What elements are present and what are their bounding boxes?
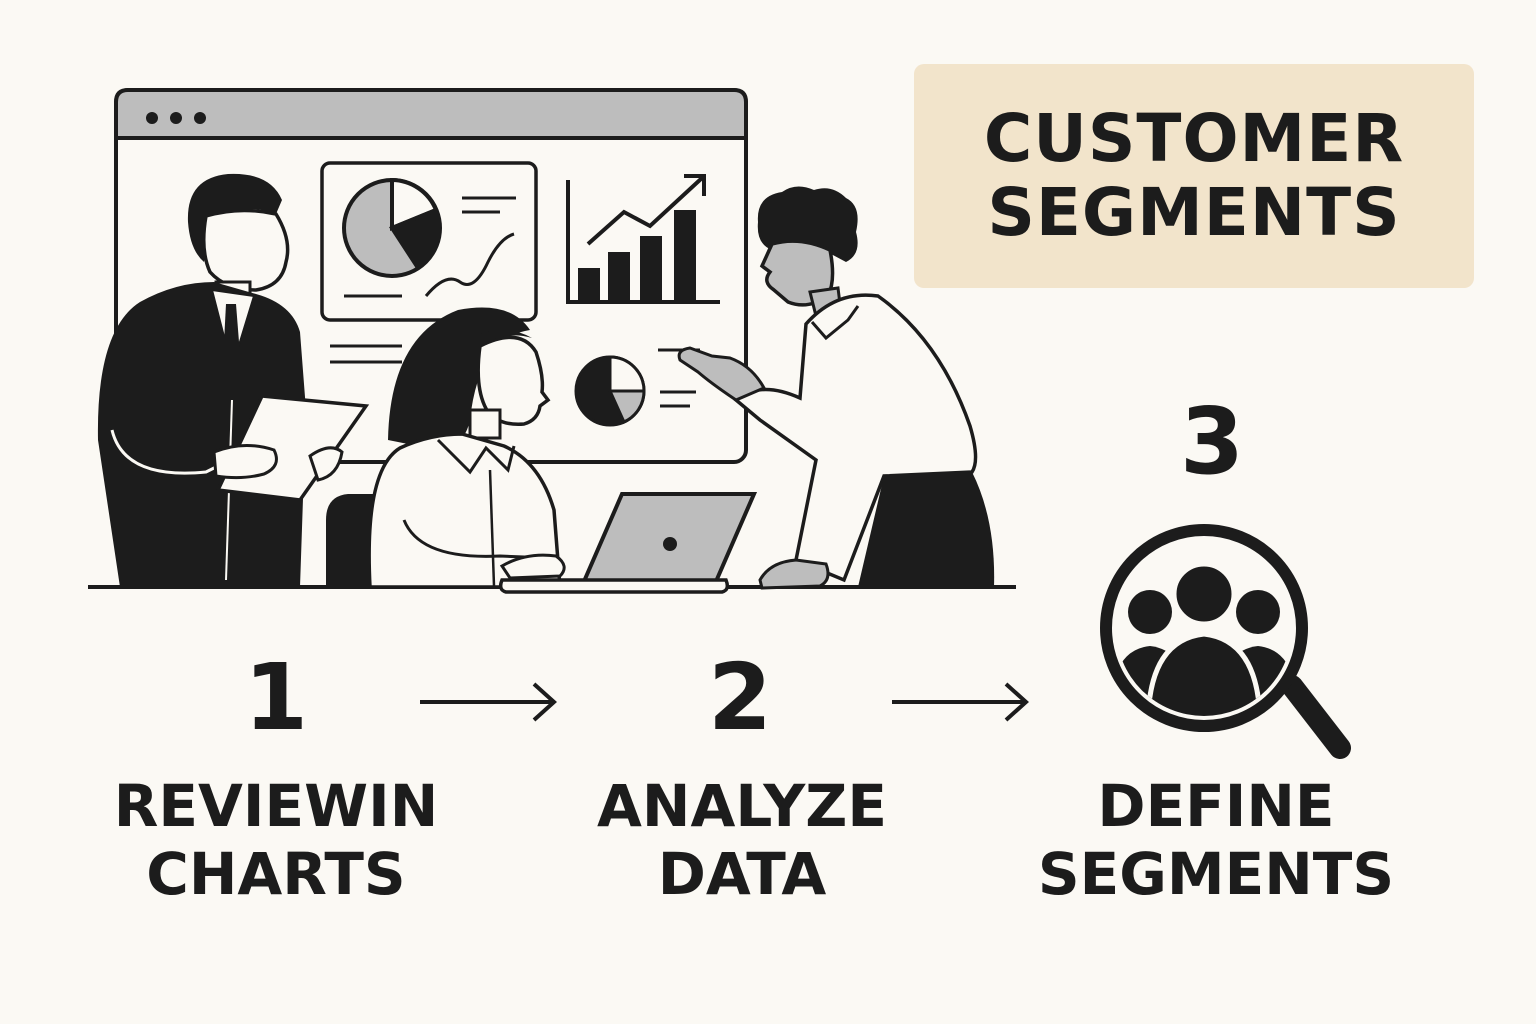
title-line-2: SEGMENTS — [987, 174, 1401, 251]
man-pointing — [677, 186, 995, 590]
laptop-icon — [498, 492, 758, 594]
step-1-label-line-2: CHARTS — [146, 840, 406, 908]
step-1-number: 1 — [243, 644, 308, 751]
bar-chart-icon — [566, 174, 720, 304]
arrow-right-icon — [420, 682, 557, 722]
woman-at-laptop — [367, 307, 566, 589]
pie-chart-icon — [574, 355, 646, 427]
step-3-label: DEFINE SEGMENTS — [1006, 772, 1426, 908]
step-3-number: 3 — [1179, 388, 1244, 495]
step-2-number: 2 — [707, 644, 772, 751]
title-box: CUSTOMER SEGMENTS — [914, 64, 1474, 288]
step-1-label-line-1: REVIEWIN — [113, 772, 439, 840]
step-2-label-line-1: ANALYZE — [597, 772, 887, 840]
title-line-1: CUSTOMER — [983, 100, 1405, 177]
step-1-label: REVIEWIN CHARTS — [66, 772, 486, 908]
step-2-label: ANALYZE DATA — [532, 772, 952, 908]
chart-card — [320, 161, 538, 322]
step-3-label-line-1: DEFINE — [1097, 772, 1335, 840]
magnifier-people-icon — [1100, 524, 1351, 759]
step-2-label-line-2: DATA — [657, 840, 827, 908]
man-with-document — [97, 173, 370, 587]
arrow-right-icon — [892, 682, 1029, 722]
step-3-label-line-2: SEGMENTS — [1037, 840, 1395, 908]
pie-chart-icon — [342, 177, 442, 278]
